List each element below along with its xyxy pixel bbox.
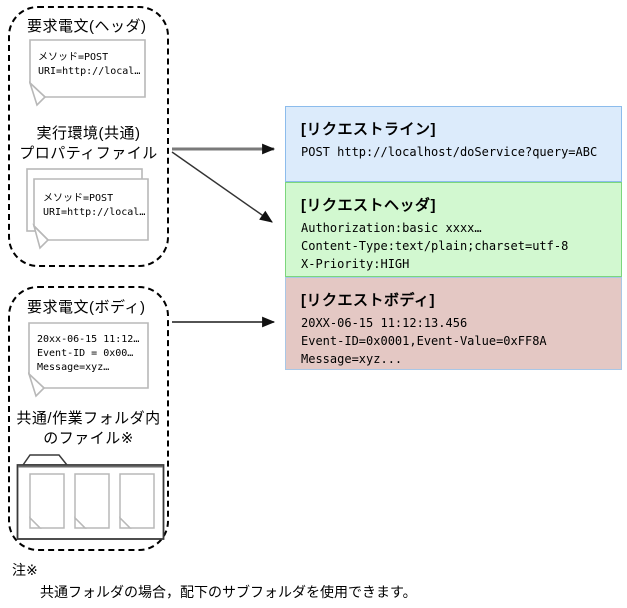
document-text: メソッド=POST URI=http://local…: [38, 51, 140, 79]
request-body-line: Message=xyz...: [301, 352, 403, 366]
request-line-value: POST http://localhost/doService?query=AB…: [301, 145, 598, 159]
request-header-box: [リクエストヘッダ] Authorization:basic xxxx… Con…: [285, 182, 622, 277]
request-line-title: [リクエストライン]: [301, 121, 436, 138]
request-header-line: Authorization:basic xxxx…: [301, 221, 482, 235]
doc-line: 20xx-06-15 11:12…: [37, 334, 140, 345]
request-body-line: Event-ID=0x0001,Event-Value=0xFF8A: [301, 334, 547, 348]
footnote-text: 共通フォルダの場合，配下のサブフォルダを使用できます。: [40, 584, 417, 600]
group-title-shared-folder-files: 共通/作業フォルダ内 のファイル※: [10, 409, 167, 449]
request-body-box: [リクエストボディ] 20XX-06-15 11:12:13.456 Event…: [285, 277, 622, 370]
request-body-line: 20XX-06-15 11:12:13.456: [301, 316, 468, 330]
doc-line: メソッド=POST: [43, 193, 114, 204]
doc-line: Event-ID = 0x00…: [37, 348, 134, 359]
page-with-folded-corner-icon: [29, 39, 146, 107]
group-title-request-body: 要求電文(ボディ): [27, 299, 146, 316]
page-with-folded-corner-icon: [28, 322, 149, 398]
arrow-header-to-request-header: [171, 151, 273, 223]
doc-line: メソッド=POST: [38, 52, 109, 63]
request-header-sources-group: 要求電文(ヘッダ) メソッド=POST URI=http://local… 実行…: [8, 6, 169, 267]
folder-with-files-icon: [16, 454, 165, 540]
request-body-sources-group: 要求電文(ボディ) 20xx-06-15 11:12… Event-ID = 0…: [8, 286, 169, 551]
label-line: のファイル※: [43, 430, 134, 447]
footnote-marker: 注※: [12, 562, 38, 578]
request-header-title: [リクエストヘッダ]: [301, 197, 436, 214]
document-text: メソッド=POST URI=http://local…: [43, 192, 145, 220]
label-line: 実行環境(共通): [36, 125, 141, 142]
group-title-request-header: 要求電文(ヘッダ): [27, 18, 147, 35]
document-icon: メソッド=POST URI=http://local…: [29, 39, 147, 115]
stacked-documents-icon: メソッド=POST URI=http://local…: [26, 168, 154, 258]
doc-line: URI=http://local…: [38, 66, 141, 77]
request-body-title: [リクエストボディ]: [301, 292, 435, 309]
doc-line: URI=http://local…: [43, 207, 146, 218]
doc-line: Message=xyz…: [37, 362, 110, 373]
folder-icon: [16, 452, 166, 547]
label-line: 共通/作業フォルダ内: [16, 410, 161, 427]
request-header-line: Content-Type:text/plain;charset=utf-8: [301, 239, 569, 253]
document-text: 20xx-06-15 11:12… Event-ID = 0x00… Messa…: [37, 333, 139, 375]
stacked-pages-icon: [26, 168, 149, 250]
request-line-box: [リクエストライン] POST http://localhost/doServi…: [285, 106, 622, 182]
label-line: プロパティファイル: [19, 145, 158, 162]
request-header-line: X-Priority:HIGH: [301, 257, 410, 271]
document-icon: 20xx-06-15 11:12… Event-ID = 0x00… Messa…: [28, 322, 150, 406]
group-title-runtime-properties: 実行環境(共通) プロパティファイル: [10, 124, 167, 164]
